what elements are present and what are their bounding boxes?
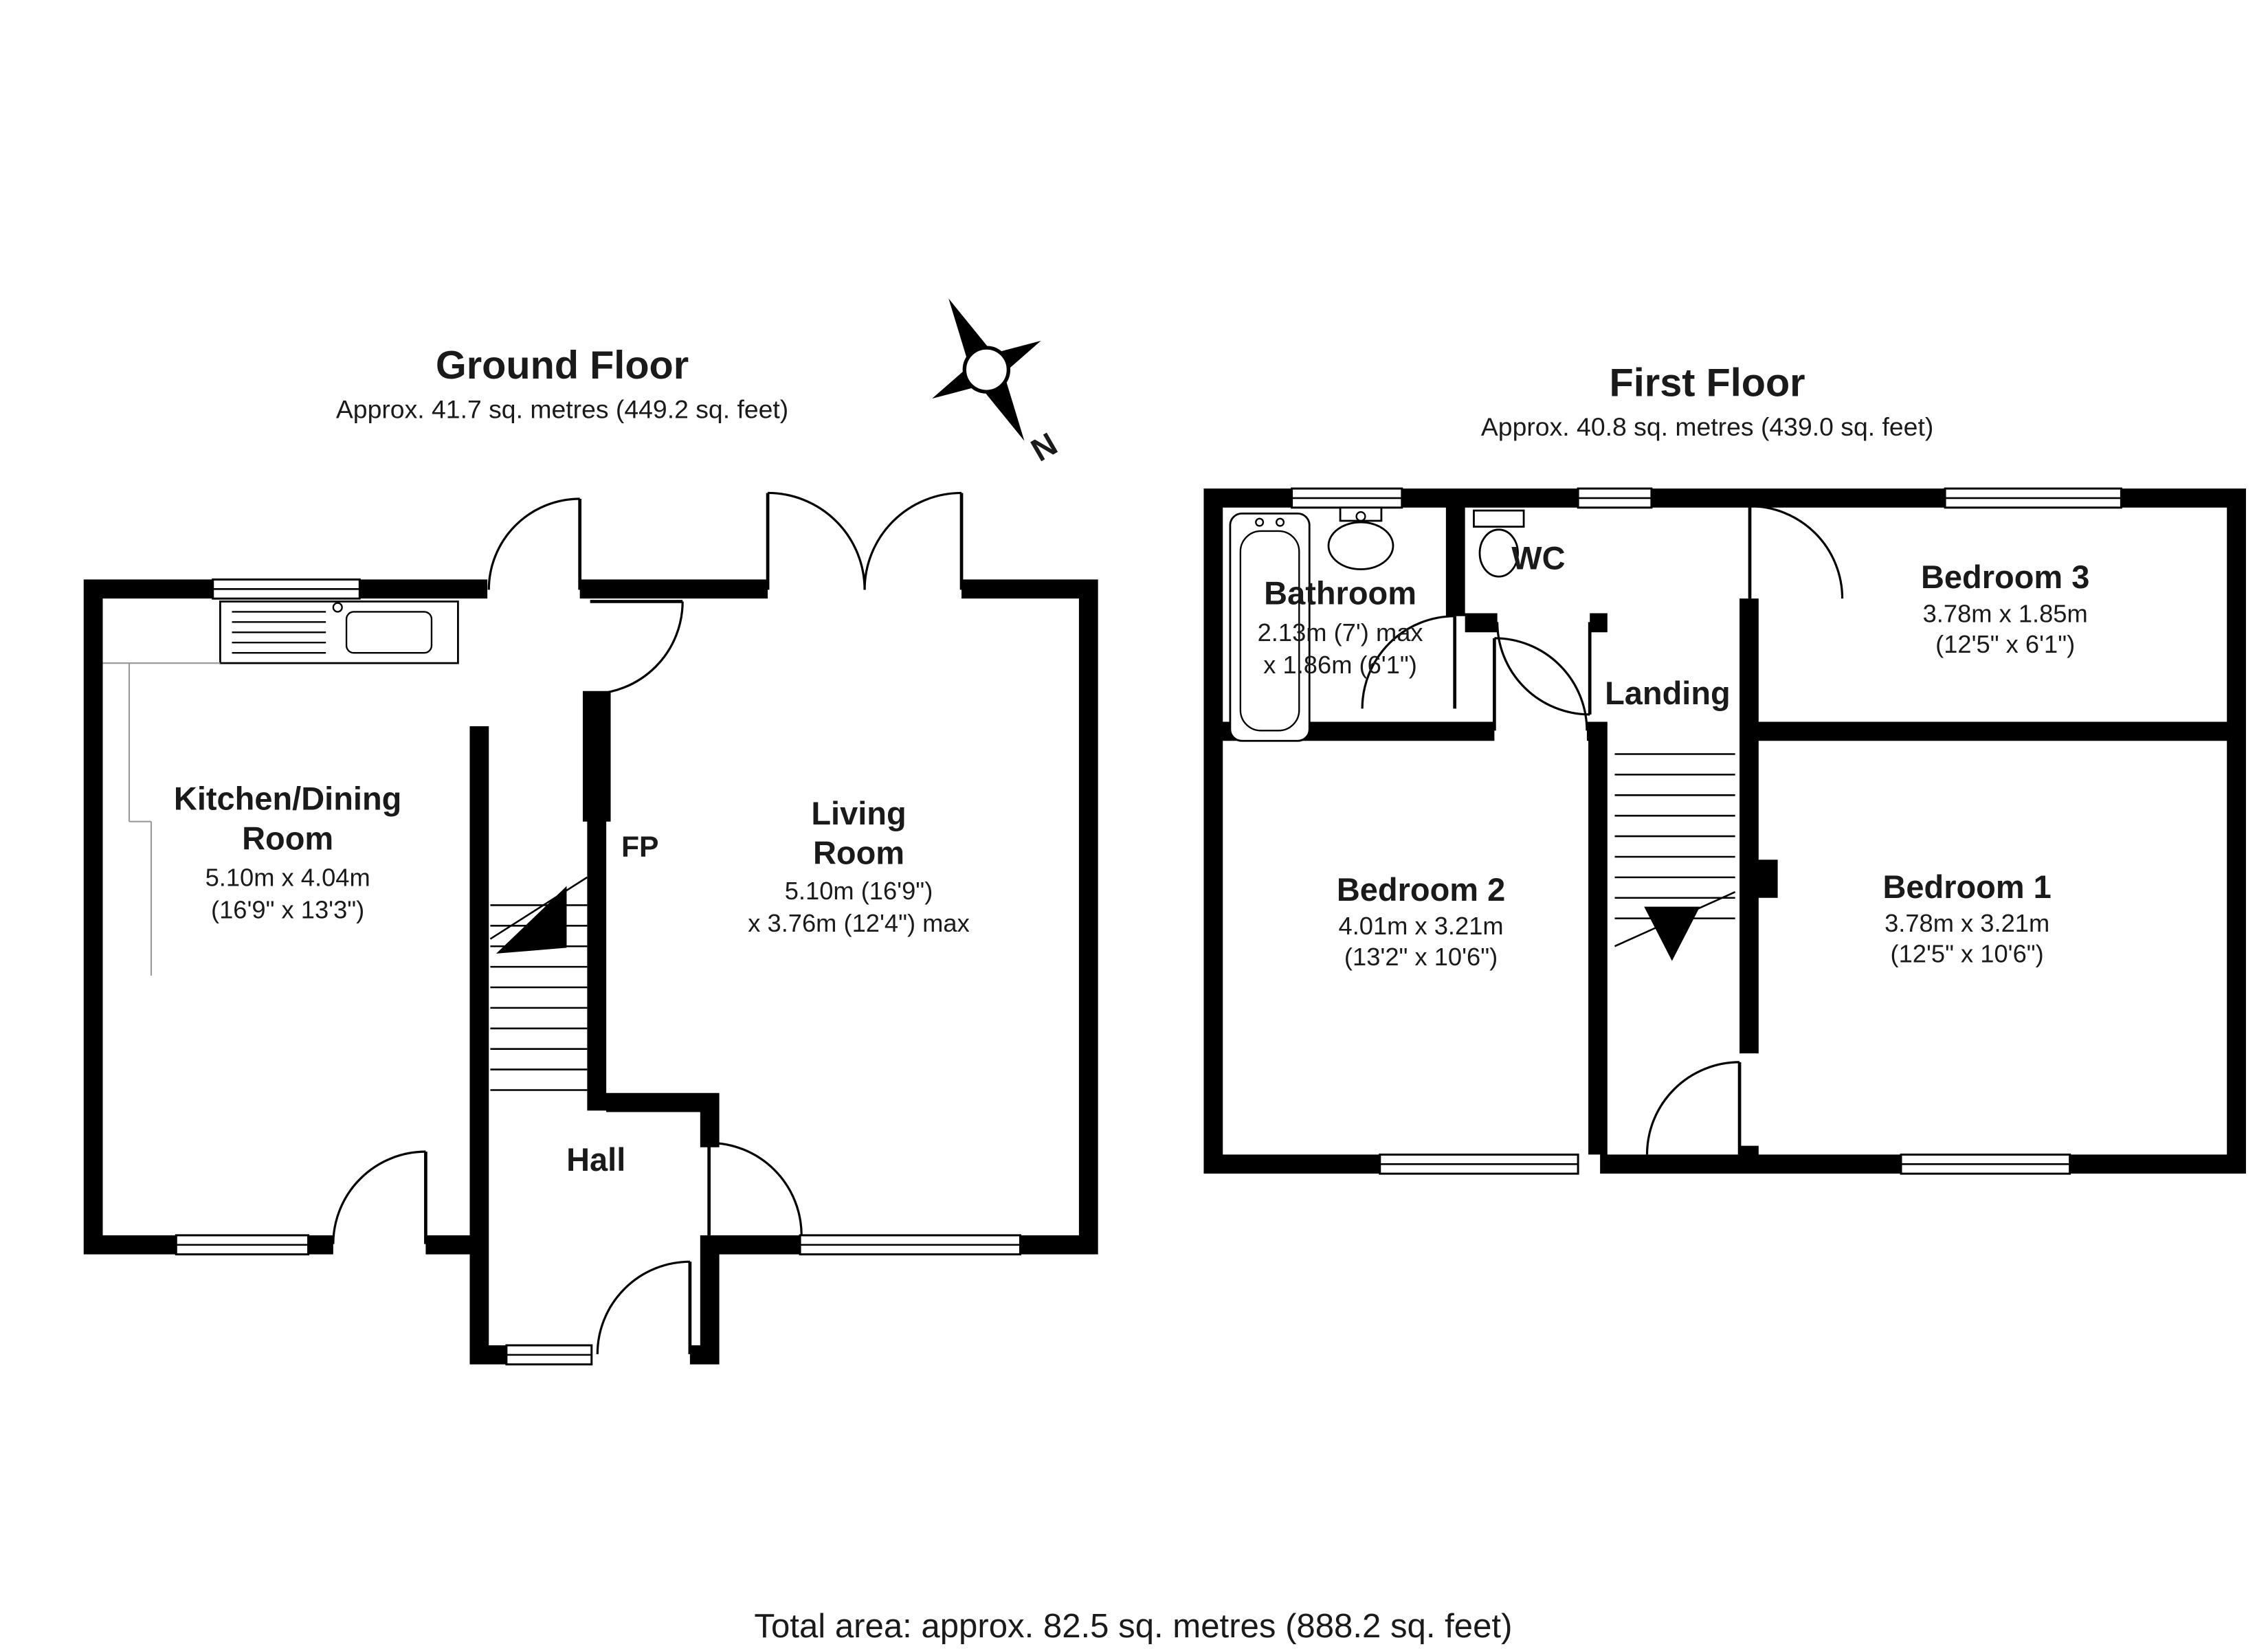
bedroom1-label: Bedroom 1 [1882, 868, 2051, 905]
bedroom3-label: Bedroom 3 [1921, 559, 2089, 595]
bedroom3-dims-line2: (12'5" x 6'1") [1935, 630, 2075, 658]
bedroom3-dims: 3.78m x 1.85m [1923, 599, 2088, 627]
first-floor-doors [1361, 505, 1844, 1155]
bedroom2-dims-line2: (13'2" x 10'6") [1344, 943, 1498, 971]
living-room-dims-line2: x 3.76m (12'4") max [748, 909, 969, 937]
living-room-label-line2: Room [813, 835, 904, 871]
living-room-dims: 5.10m (16'9") [785, 877, 933, 905]
landing-label: Landing [1605, 675, 1731, 711]
bedroom1-dims-line2: (12'5" x 10'6") [1890, 940, 2043, 968]
ground-floor-area: Approx. 41.7 sq. metres (449.2 sq. feet) [336, 395, 788, 424]
lobby-living-door-arc [590, 601, 684, 695]
bedroom2-door-arc [1494, 637, 1588, 731]
kitchen-label-line2: Room [242, 820, 333, 856]
stair-up-arrow [496, 886, 567, 954]
bathroom-label: Bathroom [1264, 575, 1416, 612]
kitchen-dims-line2: (16'9" x 13'3") [211, 896, 364, 924]
kitchen-door-arc [332, 1150, 426, 1244]
sink-tap [332, 602, 343, 613]
first-floor-area: Approx. 40.8 sq. metres (439.0 sq. feet) [1481, 412, 1933, 441]
stair-break-line [489, 876, 588, 940]
french-door-left-arc [768, 491, 866, 590]
kitchen-dims: 5.10m x 4.04m [205, 864, 370, 892]
bedroom2-dims: 4.01m x 3.21m [1339, 912, 1504, 940]
stair-down-arrow [1644, 906, 1700, 961]
compass-circle [962, 346, 1011, 394]
bathroom-door-arc [1361, 615, 1455, 709]
basin-back [1339, 506, 1383, 522]
toilet [1473, 509, 1525, 578]
ground-floor-stairs [489, 876, 588, 1091]
hall-label: Hall [566, 1141, 625, 1178]
bathroom-dims: 2.13m (7') max [1258, 618, 1423, 647]
sink-bowl [345, 611, 433, 654]
ground-floor-doors [332, 491, 964, 1354]
basin [1327, 506, 1394, 570]
living-room-label: Living [811, 795, 906, 831]
toilet-bowl [1478, 528, 1519, 578]
rear-door-arc [487, 497, 580, 590]
bathtub-inner [1239, 530, 1300, 732]
bedroom1-dims: 3.78m x 3.21m [1885, 909, 2049, 937]
kitchen-label: Kitchen/Dining [174, 781, 401, 817]
ground-floor-title: Ground Floor [436, 344, 689, 388]
first-floor-plan: First Floor Approx. 40.8 sq. metres (439… [1203, 361, 2246, 1175]
bedroom1-door-arc [1645, 1061, 1740, 1155]
ground-floor-walls [83, 579, 1098, 1365]
wc-label: WC [1511, 539, 1565, 576]
kitchen-sink [219, 601, 459, 664]
bathtub-tap [1255, 517, 1265, 527]
basin-tap [1355, 511, 1366, 522]
first-floor-windows [1291, 487, 2122, 1175]
front-door-arc [596, 1260, 690, 1354]
bathroom-dims-line2: x 1.86m (6'1") [1263, 651, 1417, 679]
bathtub-outer [1229, 512, 1311, 742]
wc-door-arc [1496, 622, 1590, 716]
bathtub [1229, 512, 1311, 742]
bedroom2-label: Bedroom 2 [1337, 871, 1505, 908]
ground-floor-plan: Ground Floor Approx. 41.7 sq. metres (44… [83, 344, 1098, 1366]
ground-floor-windows [175, 578, 1021, 1366]
first-floor-stairs [1614, 753, 1736, 961]
fireplace-label: FP [621, 831, 659, 864]
total-area-label: Total area: approx. 82.5 sq. metres (888… [754, 1608, 1512, 1645]
bathtub-tap [1276, 517, 1285, 527]
basin-bowl [1327, 521, 1394, 570]
compass: N [932, 298, 1063, 469]
north-label: N [1025, 425, 1063, 469]
first-floor-title: First Floor [1610, 361, 1805, 405]
bedroom3-door-arc [1750, 505, 1844, 599]
french-door-right-arc [863, 491, 962, 590]
toilet-cistern [1473, 509, 1525, 528]
hall-living-door-arc [709, 1141, 803, 1235]
